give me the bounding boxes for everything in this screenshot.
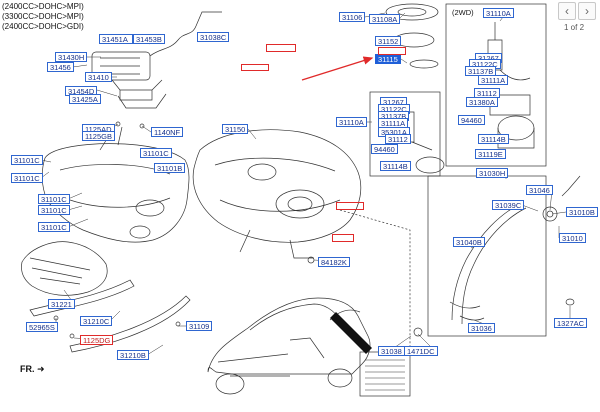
part-label-94460_b[interactable]: 94460 bbox=[458, 115, 485, 125]
chevron-right-icon: › bbox=[585, 4, 589, 18]
part-label-31112_a[interactable]: 31112 bbox=[385, 134, 411, 144]
part-label-31040b[interactable]: 31040B bbox=[453, 237, 485, 247]
part-label-31210c[interactable]: 31210C bbox=[80, 316, 113, 326]
sticker-pointer bbox=[330, 312, 372, 354]
diagram-line-art bbox=[21, 3, 581, 397]
arrow-right-icon: ➜ bbox=[37, 364, 45, 374]
part-label-31451a[interactable]: 31451A bbox=[99, 34, 133, 44]
part-label-31210b[interactable]: 31210B bbox=[117, 350, 149, 360]
part-label-1140nf[interactable]: 1140NF bbox=[151, 127, 184, 137]
part-label-31430h[interactable]: 31430H bbox=[55, 52, 88, 62]
previous-page-button[interactable]: ‹ bbox=[558, 2, 576, 20]
front-marker: FR. ➜ bbox=[20, 364, 45, 375]
part-label-31108a_a[interactable]: 31108A bbox=[369, 14, 401, 24]
part-label-31114b_a[interactable]: 31114B bbox=[380, 161, 411, 171]
part-label-31030h[interactable]: 31030H bbox=[476, 168, 509, 178]
part-label-31010[interactable]: 31010 bbox=[559, 233, 586, 243]
red-callout-box-cb2[interactable] bbox=[241, 64, 269, 71]
applicability-list: (2400CC>DOHC>MPI) (3300CC>DOHC>MPI) (240… bbox=[2, 2, 84, 32]
part-label-31111a_b[interactable]: 31111A bbox=[478, 75, 509, 85]
part-label-31038c[interactable]: 31038C bbox=[197, 32, 230, 42]
red-callout-box-cb1[interactable] bbox=[266, 44, 296, 52]
part-label-31046[interactable]: 31046 bbox=[526, 185, 553, 195]
applicability-line: (2400CC>DOHC>MPI) bbox=[2, 2, 84, 11]
red-callout-box-cb4[interactable] bbox=[332, 234, 354, 242]
part-label-31456[interactable]: 31456 bbox=[47, 62, 74, 72]
part-label-31101b[interactable]: 31101B bbox=[154, 163, 186, 173]
part-label-31453b[interactable]: 31453B bbox=[133, 34, 165, 44]
applicability-line: (3300CC>DOHC>MPI) bbox=[2, 12, 84, 21]
part-label-31109[interactable]: 31109 bbox=[186, 321, 213, 331]
next-page-button[interactable]: › bbox=[578, 2, 596, 20]
variant-note-2wd: (2WD) bbox=[452, 8, 474, 17]
part-label-31106[interactable]: 31106 bbox=[339, 12, 366, 22]
part-label-31221[interactable]: 31221 bbox=[48, 299, 75, 309]
part-label-31101c_f[interactable]: 31101C bbox=[38, 222, 70, 232]
part-label-31110a_a[interactable]: 31110A bbox=[336, 117, 367, 127]
part-label-1125gb[interactable]: 1125GB bbox=[82, 131, 115, 141]
part-label-1125dg[interactable]: 1125DG bbox=[80, 335, 114, 345]
part-label-1327ac[interactable]: 1327AC bbox=[554, 318, 588, 328]
part-label-94460_a[interactable]: 94460 bbox=[371, 144, 398, 154]
part-label-52965s[interactable]: 52965S bbox=[26, 322, 58, 332]
part-label-31101c_c[interactable]: 31101C bbox=[11, 173, 43, 183]
page-count: 1 of 2 bbox=[564, 23, 585, 32]
part-label-31038[interactable]: 31038 bbox=[378, 346, 405, 356]
red-callout-box-cb3[interactable] bbox=[336, 202, 364, 210]
part-label-84182k[interactable]: 84182K bbox=[318, 257, 350, 267]
part-label-31152[interactable]: 31152 bbox=[375, 36, 402, 46]
pager: ‹ › 1 of 2 bbox=[556, 2, 598, 34]
part-label-31410[interactable]: 31410 bbox=[85, 72, 112, 82]
part-label-31101c_d[interactable]: 31101C bbox=[38, 194, 70, 204]
applicability-line: (2400CC>DOHC>GDI) bbox=[2, 22, 84, 31]
red-callout-box-cb5[interactable] bbox=[378, 47, 406, 55]
part-label-31101c_b[interactable]: 31101C bbox=[140, 148, 172, 158]
chevron-left-icon: ‹ bbox=[565, 4, 569, 18]
front-marker-text: FR. bbox=[20, 364, 35, 374]
part-label-31101c_e[interactable]: 31101C bbox=[38, 205, 70, 215]
part-label-31036[interactable]: 31036 bbox=[468, 323, 495, 333]
part-label-31101c_a[interactable]: 31101C bbox=[11, 155, 43, 165]
part-label-31119e[interactable]: 31119E bbox=[475, 149, 506, 159]
part-label-31110a_b[interactable]: 31110A bbox=[483, 8, 514, 18]
part-label-31010b[interactable]: 31010B bbox=[566, 207, 598, 217]
red-pointer-arrow bbox=[301, 56, 374, 81]
part-label-31115[interactable]: 31115 bbox=[375, 54, 401, 64]
part-label-31150[interactable]: 31150 bbox=[222, 124, 249, 134]
part-label-31039c[interactable]: 31039C bbox=[492, 200, 525, 210]
part-label-31425a[interactable]: 31425A bbox=[69, 94, 101, 104]
part-label-1471dc[interactable]: 1471DC bbox=[404, 346, 438, 356]
part-label-31114b_b[interactable]: 31114B bbox=[478, 134, 509, 144]
part-label-31380a[interactable]: 31380A bbox=[466, 97, 498, 107]
